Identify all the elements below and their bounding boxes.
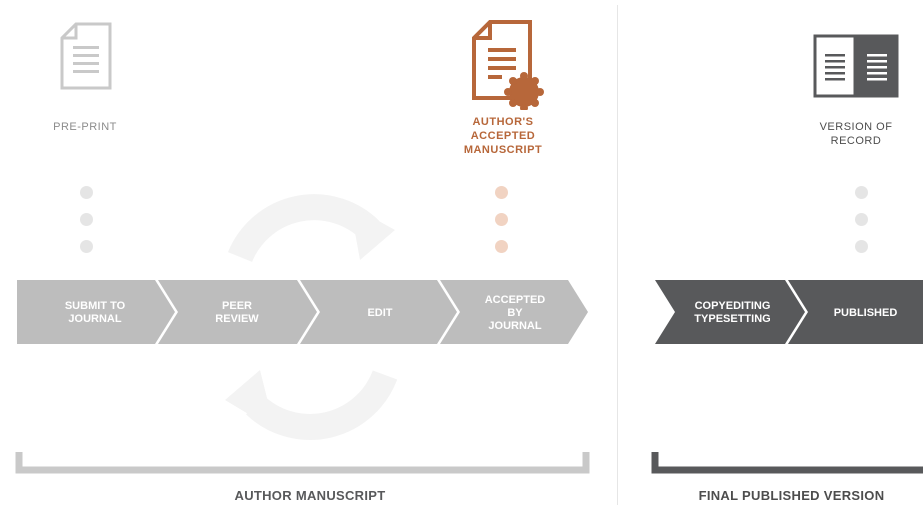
- step-accepted-shape: [440, 280, 588, 344]
- step-published-label: PUBLISHED: [833, 306, 898, 319]
- step-edit-shape: [300, 280, 457, 344]
- dot: [495, 186, 508, 199]
- dot: [855, 240, 868, 253]
- step-peer-shape: [158, 280, 317, 344]
- open-book-icon: [813, 34, 899, 98]
- step-edit-label: EDIT: [367, 306, 393, 319]
- dot: [855, 213, 868, 226]
- dot: [80, 240, 93, 253]
- step-submit-shape: [17, 280, 175, 344]
- step-accepted-label: ACCEPTED BY JOURNAL: [484, 293, 546, 332]
- document-seal-icon: [472, 20, 544, 110]
- aam-label: AUTHOR'S ACCEPTED MANUSCRIPT: [463, 116, 543, 156]
- step-peer-review-label: PEER REVIEW: [215, 300, 259, 325]
- final-published-bracket: [651, 452, 923, 474]
- document-icon: [60, 22, 112, 90]
- dot: [855, 186, 868, 199]
- section-divider: [617, 5, 618, 505]
- process-arrows: [17, 280, 923, 344]
- step-published-shape: [788, 280, 923, 344]
- final-published-label: FINAL PUBLISHED VERSION: [698, 488, 885, 503]
- dot: [80, 186, 93, 199]
- vor-label: VERSION OF RECORD: [819, 121, 893, 147]
- author-manuscript-label: AUTHOR MANUSCRIPT: [234, 488, 386, 503]
- dot: [495, 213, 508, 226]
- author-manuscript-bracket: [15, 452, 590, 474]
- step-copyediting-shape: [655, 280, 805, 344]
- preprint-label: PRE-PRINT: [53, 121, 117, 133]
- dot: [80, 213, 93, 226]
- cycle-arrows-graphic: [225, 194, 398, 440]
- dot: [495, 240, 508, 253]
- step-submit-label: SUBMIT TO JOURNAL: [64, 300, 126, 325]
- step-copyediting-label: COPYEDITING TYPESETTING: [694, 300, 771, 325]
